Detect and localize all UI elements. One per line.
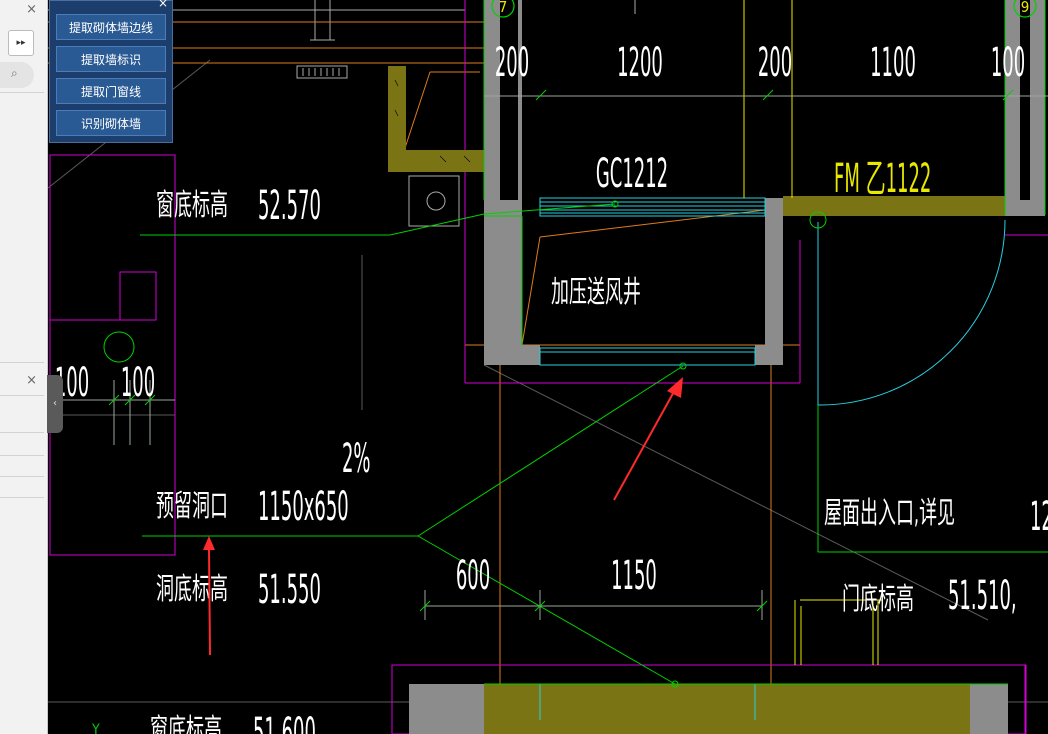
window-sill-label: 窗底标高 xyxy=(156,187,228,222)
cad-recognition-panel: × 提取砌体墙边线 提取墙标识 提取门窗线 识别砌体墙 xyxy=(49,0,173,143)
panel-divider xyxy=(0,455,44,456)
dim-text: 100 xyxy=(991,41,1025,87)
room-label: 加压送风井 xyxy=(551,274,641,309)
door-tag: FM 乙1122 xyxy=(834,157,931,203)
grid-bubbles xyxy=(491,0,1037,18)
panel-divider xyxy=(0,476,44,477)
grid-bubble-9: 9 xyxy=(1021,0,1030,16)
hole-bottom-value: 51.550 xyxy=(258,568,321,614)
door-sill-value: 51.510, xyxy=(948,574,1017,620)
search-box[interactable]: ⌕ xyxy=(0,62,34,88)
panel-divider xyxy=(0,497,44,498)
extract-wall-tag-button[interactable]: 提取墙标识 xyxy=(56,46,166,72)
arrow-icon xyxy=(613,377,683,501)
bottom-sill-value: 51.600 xyxy=(253,711,316,734)
reserved-hole-label: 预留洞口 xyxy=(156,488,228,523)
close-icon[interactable]: × xyxy=(26,373,37,388)
roof-exit-note: 屋面出入口,详见 xyxy=(824,495,955,530)
extract-door-window-line-button[interactable]: 提取门窗线 xyxy=(56,78,166,104)
dim-text: 200 xyxy=(758,41,792,87)
window-sill-value: 52.570 xyxy=(258,184,321,230)
cad-drawing-canvas[interactable]: 7 9 200 1200 200 1100 100 100 100 600 11… xyxy=(48,0,1048,734)
door-sill-label: 门底标高 xyxy=(842,581,914,616)
slope-text: 2% xyxy=(342,437,371,483)
panel-divider xyxy=(0,362,44,363)
grid-bubble-7: 7 xyxy=(499,0,508,16)
dim-text: 1150 xyxy=(611,554,657,600)
dim-text: 100 xyxy=(121,361,155,407)
panel-divider xyxy=(0,432,44,433)
left-side-panel: × ▸▸ ⌕ × xyxy=(0,0,48,734)
extract-masonry-wall-edge-button[interactable]: 提取砌体墙边线 xyxy=(56,14,166,40)
expand-button[interactable]: ▸▸ xyxy=(8,30,34,56)
panel-divider xyxy=(0,395,44,396)
bottom-sill-label: 窗底标高 xyxy=(150,712,222,734)
identify-masonry-wall-button[interactable]: 识别砌体墙 xyxy=(56,110,166,136)
dim-text: 1200 xyxy=(617,41,663,87)
close-icon[interactable]: × xyxy=(26,2,37,17)
arrow-icon xyxy=(203,536,215,656)
dim-text: 200 xyxy=(495,41,529,87)
panel-divider xyxy=(0,92,44,93)
window-tag: GC1212 xyxy=(596,152,668,198)
collapse-panel-tab[interactable]: ‹ xyxy=(47,375,63,433)
right-edge-text: 12 xyxy=(1030,495,1048,541)
search-icon: ⌕ xyxy=(11,66,18,80)
hole-bottom-label: 洞底标高 xyxy=(156,571,228,606)
reserved-hole-size: 1150x650 xyxy=(258,485,349,531)
dim-text: 1100 xyxy=(870,41,916,87)
close-icon[interactable]: × xyxy=(157,0,168,10)
axis-y-label: Y xyxy=(91,722,100,734)
dim-text: 600 xyxy=(456,554,490,600)
